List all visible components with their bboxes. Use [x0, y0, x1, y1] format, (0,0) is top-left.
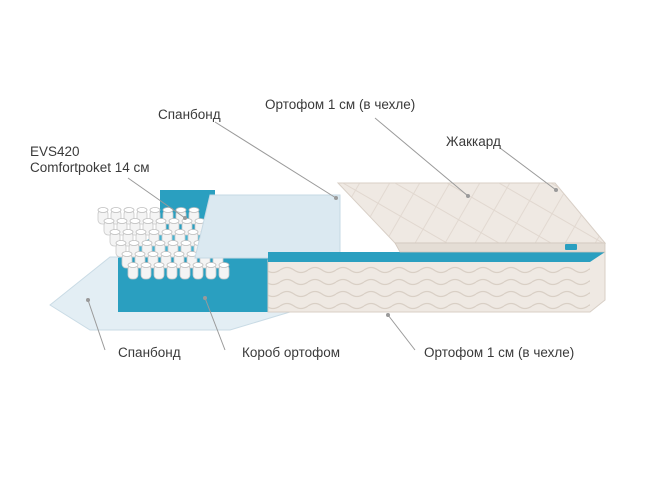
spring-pocket-top [127, 262, 139, 268]
spring-pocket-top [116, 218, 128, 224]
spring-pocket-top [167, 240, 179, 246]
leader-lines [87, 117, 557, 351]
spring-pocket-top [192, 262, 204, 268]
label-spunbond-top: Спанбонд [158, 107, 221, 122]
spring-pocket-top [134, 251, 146, 257]
spring-pocket-top [188, 207, 200, 213]
spring-pocket-top [103, 218, 115, 224]
spring-pocket-top [141, 240, 153, 246]
spring-pocket-top [121, 251, 133, 257]
label-jacquard: Жаккард [446, 134, 501, 149]
spring-pocket-top [129, 218, 141, 224]
pocket-springs [97, 207, 230, 280]
spring-pocket-top [154, 240, 166, 246]
spring-pocket-top [148, 229, 160, 235]
spring-pocket-top [115, 240, 127, 246]
spring-pocket-top [218, 262, 230, 268]
spring-pocket-top [123, 207, 135, 213]
spring-pocket-top [109, 229, 121, 235]
spring-pocket-top [187, 229, 199, 235]
spring-pocket-top [175, 207, 187, 213]
label-springs: EVS420 Comfortpoket 14 см [30, 144, 150, 176]
spring-pocket-top [97, 207, 109, 213]
spring-pocket-top [173, 251, 185, 257]
spring-pocket-top [135, 229, 147, 235]
spring-pocket-top [153, 262, 165, 268]
label-ortofom-bottom: Ортофом 1 см (в чехле) [424, 345, 575, 360]
spring-pocket-top [160, 251, 172, 257]
spring-pocket-top [149, 207, 161, 213]
spring-pocket-top [174, 229, 186, 235]
spring-pocket-top [122, 229, 134, 235]
top-spunbond-sheet [194, 194, 341, 259]
spring-pocket-top [110, 207, 122, 213]
leader-dots [86, 188, 558, 317]
spring-pocket-top [140, 262, 152, 268]
spring-pocket-top [147, 251, 159, 257]
spring-pocket-top [180, 240, 192, 246]
spring-pocket-top [128, 240, 140, 246]
brand-tag [565, 244, 577, 250]
label-springs-line2: Comfortpoket 14 см [30, 160, 150, 175]
label-box: Короб ортофом [242, 345, 341, 360]
spring-pocket-top [142, 218, 154, 224]
label-ortofom-top: Ортофом 1 см (в чехле) [265, 97, 416, 112]
label-spunbond-bottom: Спанбонд [118, 345, 181, 360]
spring-pocket-top [168, 218, 180, 224]
spring-pocket-top [136, 207, 148, 213]
spring-pocket-top [155, 218, 167, 224]
teal-top-strip [268, 252, 605, 262]
spring-pocket-top [179, 262, 191, 268]
spring-pocket-top [161, 229, 173, 235]
spring-pocket-top [205, 262, 217, 268]
label-springs-line1: EVS420 [30, 144, 80, 159]
spring-pocket-top [166, 262, 178, 268]
